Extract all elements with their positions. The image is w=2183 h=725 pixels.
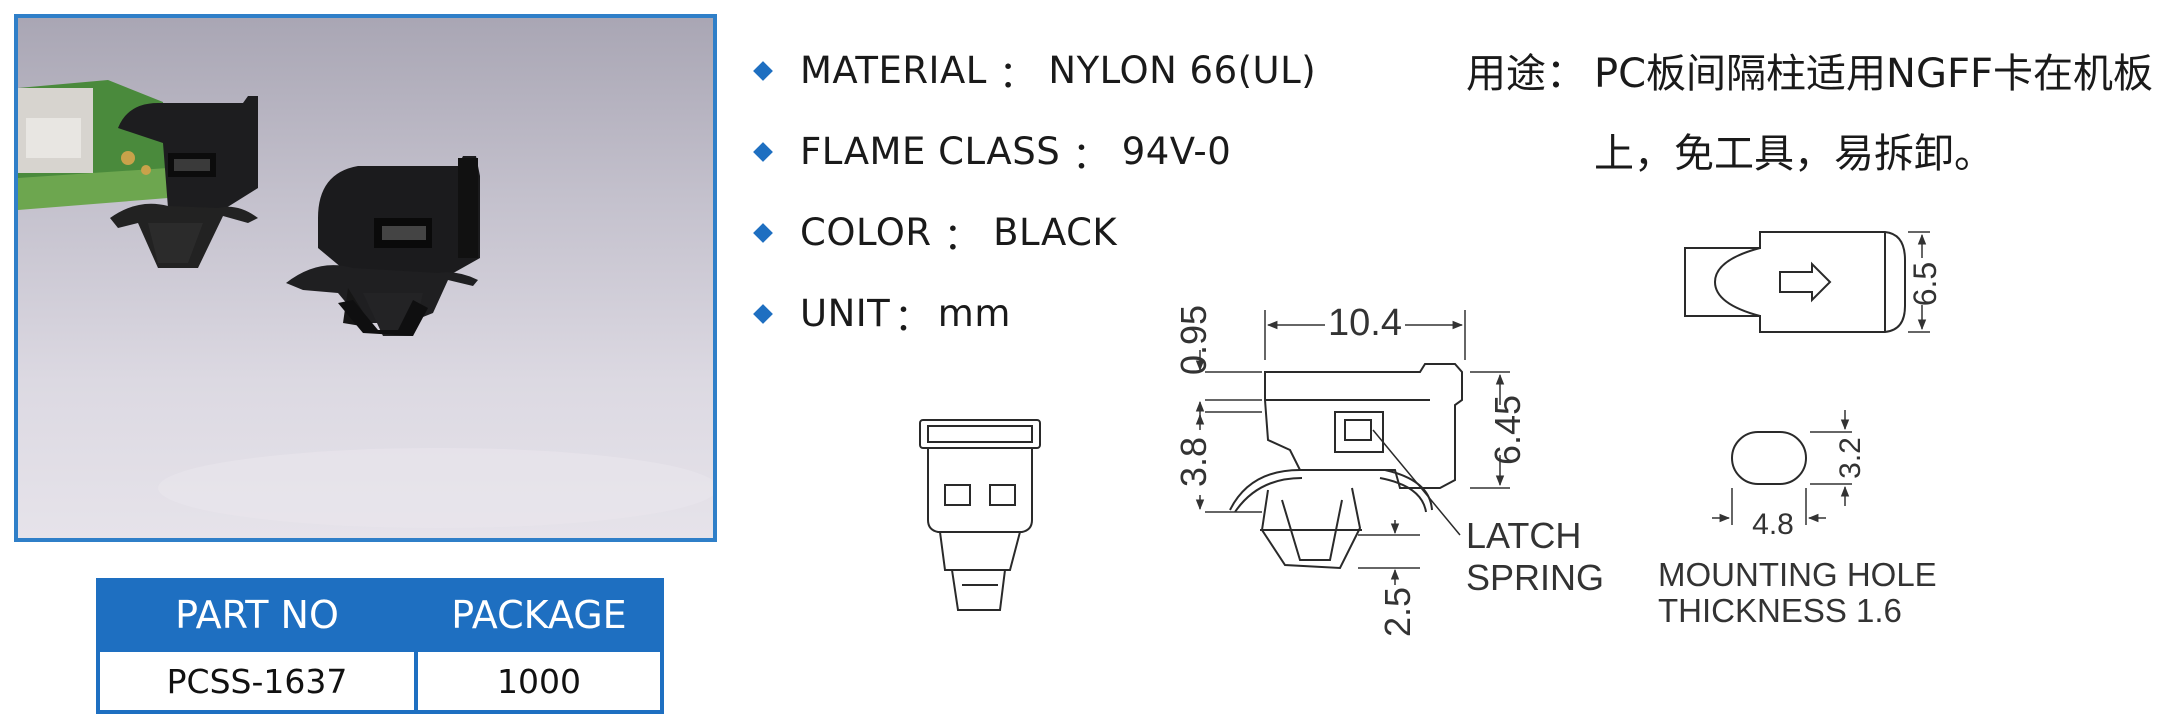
- hole-label-line-2: THICKNESS 1.6: [1658, 592, 1902, 629]
- usage-line-1: PC板间隔柱适用NGFF卡在机板: [1594, 51, 2153, 97]
- side-view-dimension-labels: 10.4 6.45 0.95 3.8 2.5 LATCH SPRING: [1173, 302, 1604, 637]
- spec-sep: ：: [943, 214, 982, 258]
- latch-label-line-1: LATCH: [1466, 515, 1581, 556]
- product-photo: [14, 14, 717, 542]
- spec-key: FLAME CLASS: [800, 130, 1061, 173]
- spec-value: 94V-0: [1121, 130, 1232, 173]
- hole-label-line-1: MOUNTING HOLE: [1658, 556, 1937, 593]
- mounting-hole-dimensions: [1712, 410, 1852, 525]
- spec-sep: ：: [1072, 133, 1110, 177]
- table-row: PCSS-1637 1000: [96, 648, 664, 714]
- dim-height-label: 6.45: [1487, 395, 1528, 465]
- part-table-header-row: PART NO PACKAGE: [96, 578, 664, 652]
- spec-material: MATERIAL ： NYLON 66(UL): [752, 30, 1316, 111]
- side-view-drawing: [1229, 363, 1463, 570]
- spec-sep: ：: [998, 52, 1037, 96]
- top-view-dimensions: [1908, 231, 1930, 333]
- spec-unit: UNIT ： mm: [752, 273, 1316, 354]
- spec-sep: ：: [894, 295, 932, 339]
- spec-list: MATERIAL ： NYLON 66(UL) FLAME CLASS ： 94…: [752, 30, 1316, 354]
- mounting-hole-drawing: [1731, 431, 1807, 485]
- part-no-cell: PCSS-1637: [96, 648, 418, 714]
- spec-key: UNIT: [800, 292, 891, 335]
- front-view-drawing: [919, 419, 1041, 611]
- dim-width-label: 10.4: [1328, 302, 1402, 344]
- package-header: PACKAGE: [415, 578, 664, 652]
- package-cell: 1000: [414, 648, 664, 714]
- dim-65-label: 6.5: [1907, 262, 1943, 306]
- spec-color: COLOR ： BLACK: [752, 192, 1316, 273]
- product-photo-illustration: [18, 80, 713, 528]
- side-view-dimensions: [1195, 310, 1510, 585]
- spec-value: NYLON 66(UL): [1048, 49, 1317, 92]
- usage-line-2: 上，免工具，易拆卸。: [1594, 131, 1994, 177]
- spec-value: mm: [937, 292, 1011, 335]
- latch-label-line-2: SPRING: [1466, 557, 1604, 598]
- part-no-header: PART NO: [96, 578, 418, 652]
- dim-095-label: 0.95: [1173, 305, 1214, 375]
- usage-label: 用途：: [1466, 51, 1586, 97]
- dim-32-label: 3.2: [1834, 437, 1867, 479]
- spec-flame-class: FLAME CLASS ： 94V-0: [752, 111, 1316, 192]
- dim-38-label: 3.8: [1173, 437, 1214, 487]
- spec-key: COLOR: [800, 211, 932, 254]
- top-view-drawing: [1684, 231, 1906, 333]
- dim-48-label: 4.8: [1752, 508, 1794, 541]
- spec-key: MATERIAL: [800, 49, 987, 92]
- spec-value: BLACK: [993, 211, 1118, 254]
- part-table: PART NO PACKAGE PCSS-1637 1000: [96, 578, 664, 714]
- dim-25-label: 2.5: [1377, 587, 1418, 637]
